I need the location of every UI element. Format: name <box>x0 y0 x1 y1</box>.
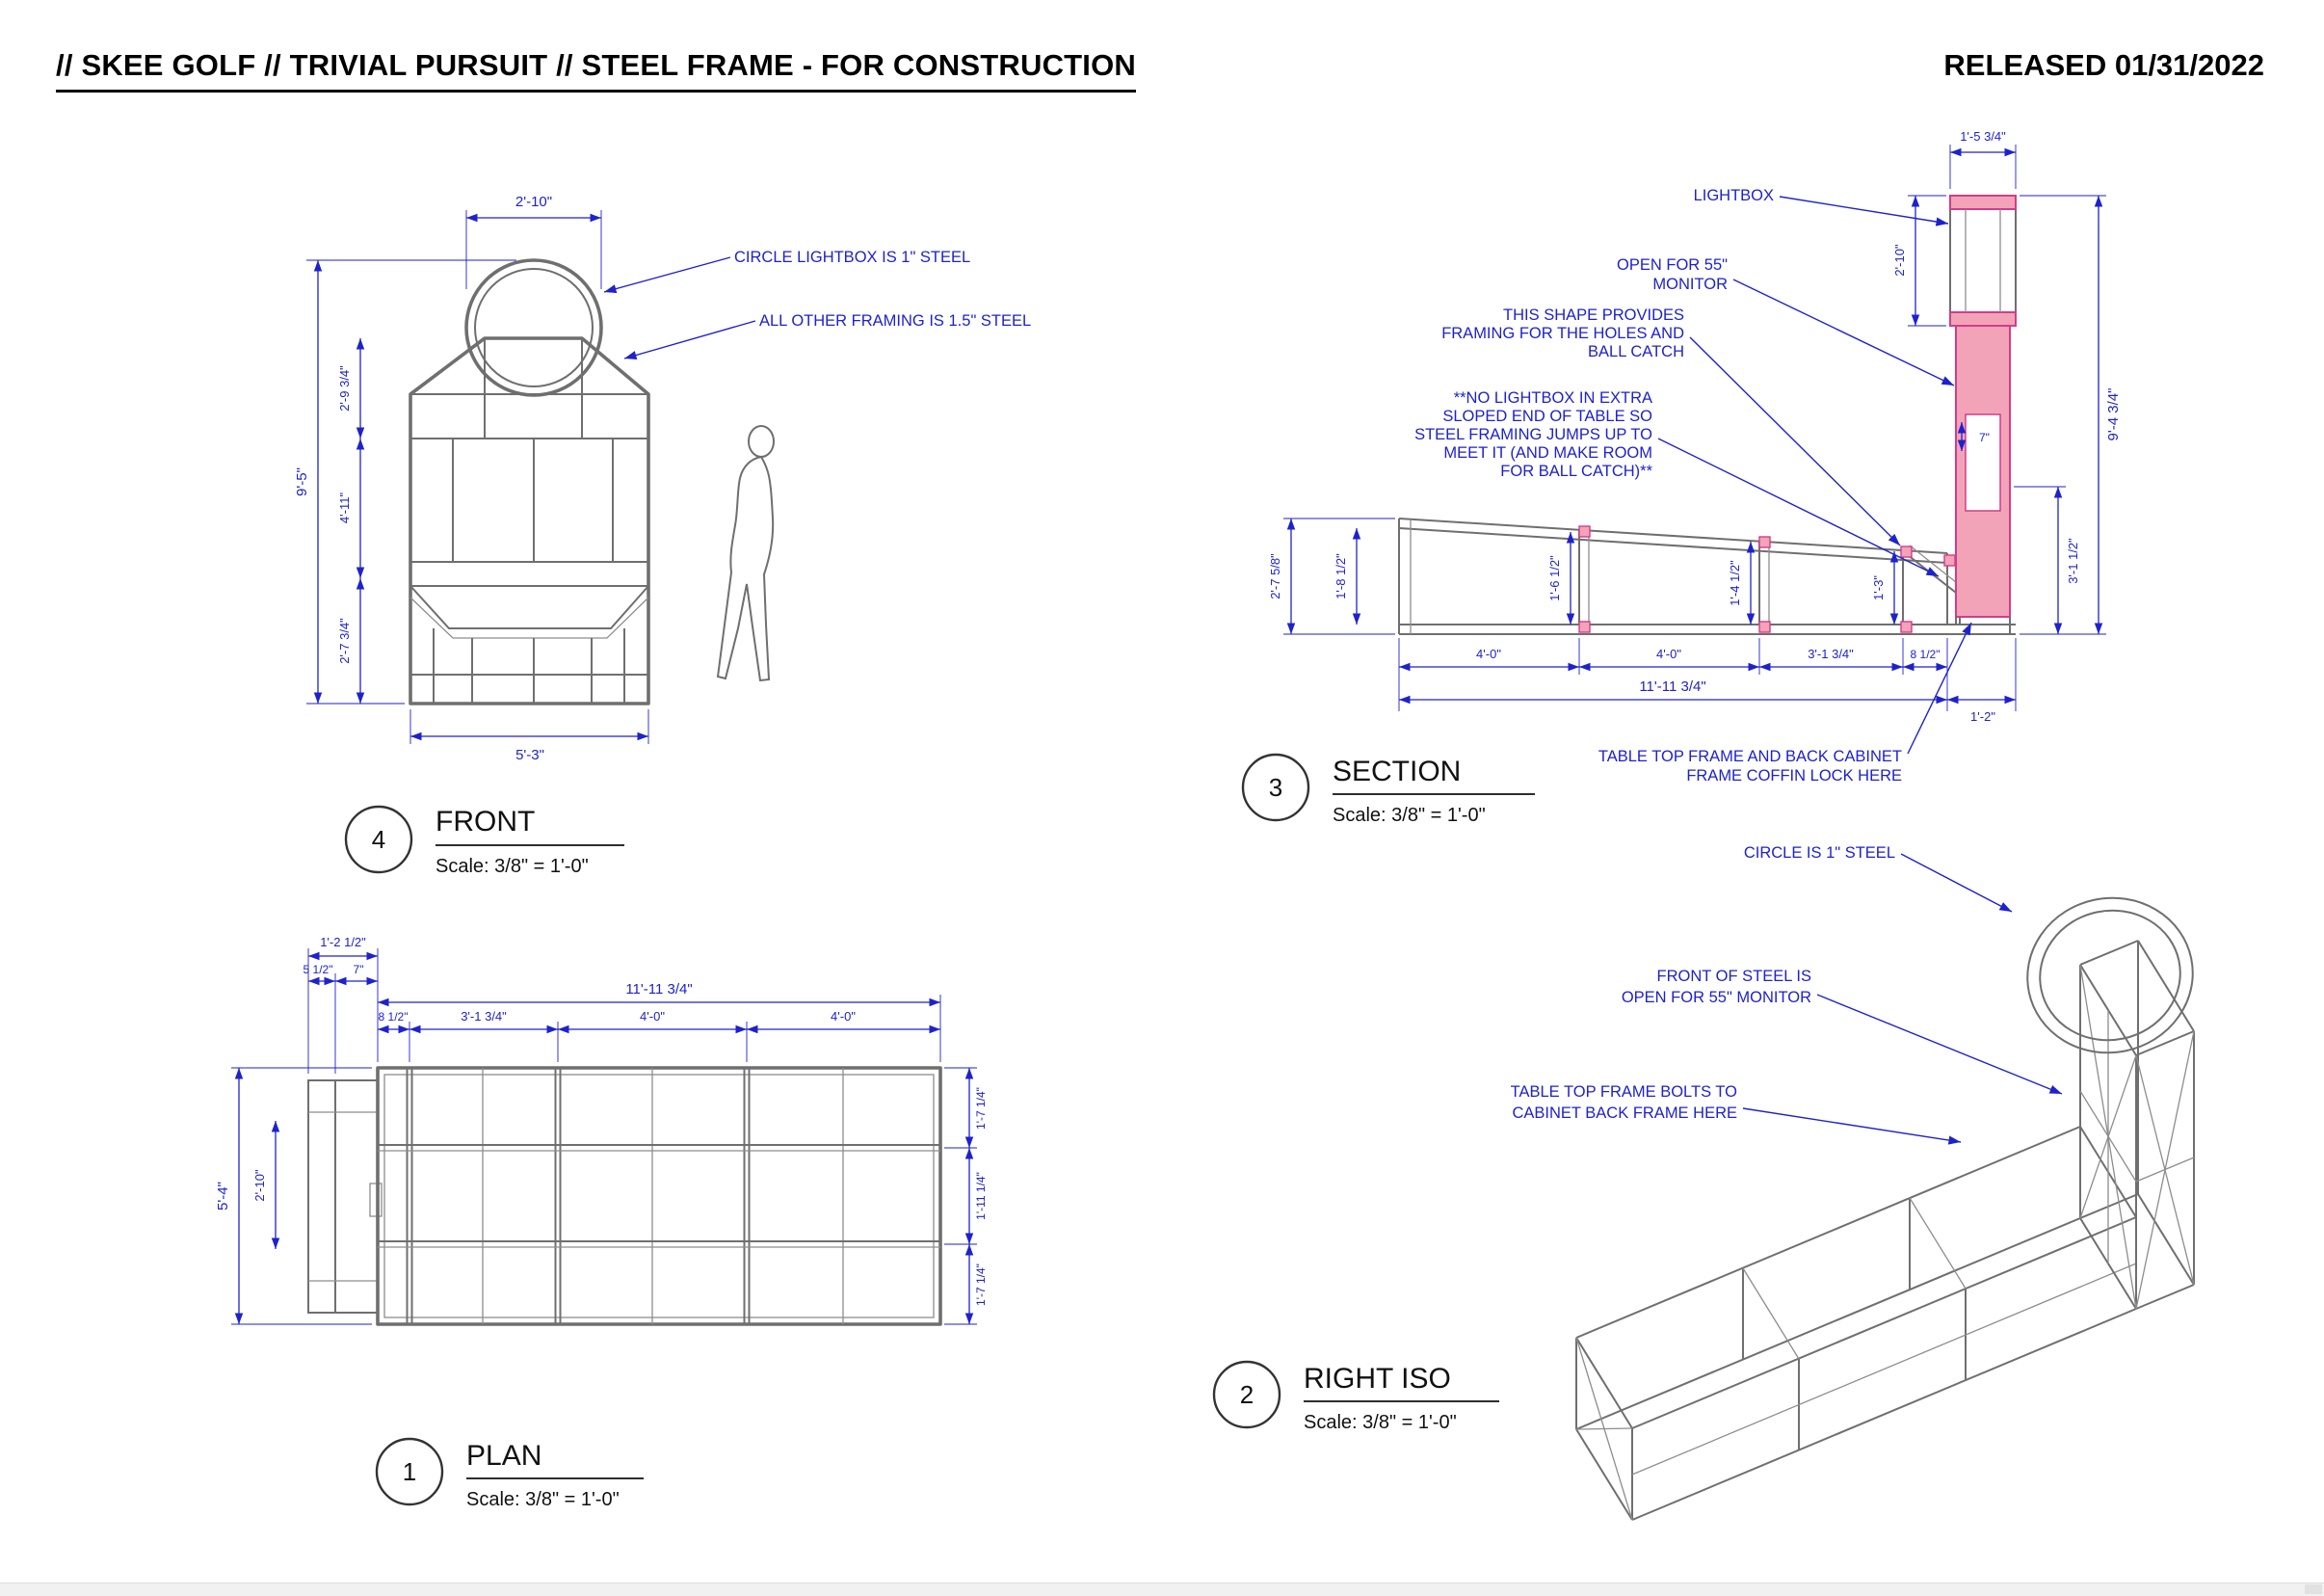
front-label-scale: Scale: 3/8" = 1'-0" <box>436 856 589 877</box>
plan-label-circle <box>375 1437 444 1506</box>
section-annotation-shape-3: BALL CATCH <box>1588 343 1684 360</box>
plan-dim-seg2: 3'-1 3/4" <box>461 1009 507 1024</box>
plan-dim-row2: 1'-11 1/4" <box>974 1172 988 1220</box>
section-label-title: SECTION <box>1333 756 1461 787</box>
plan-dim-back-a: 5 1/2" <box>304 963 333 976</box>
section-dim-mid1: 1'-6 1/2" <box>1547 555 1562 601</box>
section-annotation-shape-1: THIS SHAPE PROVIDES <box>1503 306 1684 324</box>
plan-dim-total-length: 11'-11 3/4" <box>625 981 692 998</box>
iso-label-circle <box>1212 1360 1281 1429</box>
section-annotation-monitor-2: MONITOR <box>1652 276 1728 293</box>
section-dim-total-height: 9'-4 3/4" <box>2105 388 2122 441</box>
plan-dim-seg4: 4'-0" <box>831 1009 856 1024</box>
section-dim-seg3: 3'-1 3/4" <box>1808 647 1854 661</box>
browser-scrollbar[interactable] <box>0 1583 2324 1596</box>
iso-label-scale: Scale: 3/8" = 1'-0" <box>1304 1412 1457 1433</box>
section-dim-seg4: 8 1/2" <box>1911 648 1941 661</box>
section-dim-lower-right: 3'-1 1/2" <box>2066 538 2080 584</box>
plan-label-scale: Scale: 3/8" = 1'-0" <box>466 1489 620 1510</box>
front-dim-body: 4'-11" <box>337 492 352 524</box>
front-label-title: FRONT <box>436 806 535 838</box>
front-dim-top: 2'-10" <box>515 194 552 210</box>
plan-dimensions: 1'-2 1/2" 5 1/2" 7" 11'-11 3/4" 8 1/2" 3… <box>215 935 988 1325</box>
plan-dim-row3: 1'-7 1/4" <box>974 1264 988 1306</box>
front-label-number: 4 <box>372 825 385 854</box>
plan-dim-back-b: 7" <box>354 963 364 976</box>
section-dim-mid3: 1'-3" <box>1871 575 1886 600</box>
section-label-number: 3 <box>1269 773 1282 802</box>
section-dim-total-length: 11'-11 3/4" <box>1639 678 1705 695</box>
section-label-circle <box>1241 753 1310 822</box>
front-dim-base: 2'-7 3/4" <box>337 618 352 664</box>
sheet-title: // SKEE GOLF // TRIVIAL PURSUIT // STEEL… <box>56 48 1137 93</box>
scrollbar-corner <box>2305 1584 2322 1594</box>
iso-annotation-monitor-2: OPEN FOR 55" MONITOR <box>1622 989 1811 1006</box>
section-dim-seg2: 4'-0" <box>1656 647 1681 661</box>
section-annotation-nolightbox-5: FOR BALL CATCH)** <box>1500 463 1652 480</box>
plan-dim-seg1: 8 1/2" <box>379 1010 409 1024</box>
section-dim-lightbox-width: 1'-5 3/4" <box>1960 129 2006 144</box>
front-annotation-framing: ALL OTHER FRAMING IS 1.5" STEEL <box>759 312 1031 330</box>
front-view: 2'-10" 9'-5" 2'-9 3/4" 4'-11" 2'-7 3/4" … <box>294 194 1031 877</box>
plan-dim-inner-width: 2'-10" <box>252 1169 267 1202</box>
section-annotation-nolightbox-2: SLOPED END OF TABLE SO <box>1442 408 1652 425</box>
section-annotation-shape-2: FRAMING FOR THE HOLES AND <box>1441 325 1684 342</box>
front-dimensions: 2'-10" 9'-5" 2'-9 3/4" 4'-11" 2'-7 3/4" … <box>294 194 649 763</box>
section-geometry <box>1398 195 2017 635</box>
plan-dim-row1: 1'-7 1/4" <box>974 1087 988 1130</box>
iso-label-title: RIGHT ISO <box>1304 1363 1451 1395</box>
iso-annotation-bolts-2: CABINET BACK FRAME HERE <box>1513 1104 1738 1122</box>
iso-annotation-circle: CIRCLE IS 1" STEEL <box>1744 844 1895 862</box>
section-annotation-coffin-1: TABLE TOP FRAME AND BACK CABINET <box>1598 748 1902 765</box>
section-annotation-nolightbox-3: STEEL FRAMING JUMPS UP TO <box>1414 426 1652 443</box>
release-date: RELEASED 01/31/2022 <box>1943 48 2264 82</box>
section-dim-left-total: 2'-7 5/8" <box>1268 553 1282 599</box>
iso-annotation-monitor-1: FRONT OF STEEL IS <box>1657 968 1811 985</box>
section-dim-seven: 7" <box>1979 431 1990 444</box>
front-dim-peak: 2'-9 3/4" <box>337 365 352 412</box>
front-dim-width: 5'-3" <box>515 747 544 763</box>
section-label-scale: Scale: 3/8" = 1'-0" <box>1333 805 1486 826</box>
section-view-label: 3 SECTION Scale: 3/8" = 1'-0" <box>1241 753 1535 826</box>
section-annotation-monitor-1: OPEN FOR 55" <box>1617 256 1728 274</box>
iso-annotations: CIRCLE IS 1" STEEL FRONT OF STEEL IS OPE… <box>1511 844 2063 1145</box>
front-label-circle <box>344 805 413 874</box>
section-view: 1'-5 3/4" 2'-10" 9'-4 3/4" 3'-1 1/2" 7" … <box>1241 129 2122 826</box>
plan-view: 1'-2 1/2" 5 1/2" 7" 11'-11 3/4" 8 1/2" 3… <box>215 935 988 1510</box>
human-figure <box>716 425 775 682</box>
iso-label-number: 2 <box>1240 1380 1254 1409</box>
iso-view-label: 2 RIGHT ISO Scale: 3/8" = 1'-0" <box>1212 1360 1499 1433</box>
section-annotations: LIGHTBOX OPEN FOR 55" MONITOR THIS SHAPE… <box>1414 187 1972 785</box>
plan-dim-width: 5'-4" <box>215 1182 231 1210</box>
section-dim-mid2: 1'-4 1/2" <box>1728 560 1742 606</box>
iso-view: CIRCLE IS 1" STEEL FRONT OF STEEL IS OPE… <box>1212 844 2195 1521</box>
iso-annotation-bolts-1: TABLE TOP FRAME BOLTS TO <box>1511 1083 1738 1101</box>
section-annotation-lightbox: LIGHTBOX <box>1694 187 1774 204</box>
section-dim-lightbox-height: 2'-10" <box>1892 244 1907 277</box>
iso-geometry <box>1575 896 2195 1521</box>
plan-view-label: 1 PLAN Scale: 3/8" = 1'-0" <box>375 1437 644 1510</box>
plan-label-number: 1 <box>403 1457 416 1486</box>
plan-label-title: PLAN <box>466 1440 541 1472</box>
front-annotations: CIRCLE LIGHTBOX IS 1" STEEL ALL OTHER FR… <box>603 249 1031 359</box>
front-annotation-circle-lightbox: CIRCLE LIGHTBOX IS 1" STEEL <box>734 249 970 266</box>
section-dim-seg1: 4'-0" <box>1476 647 1501 661</box>
front-geometry <box>409 258 650 705</box>
section-annotation-coffin-2: FRAME COFFIN LOCK HERE <box>1686 767 1902 785</box>
plan-dim-seg3: 4'-0" <box>640 1009 665 1024</box>
plan-dim-back: 1'-2 1/2" <box>320 935 366 949</box>
section-dimensions: 1'-5 3/4" 2'-10" 9'-4 3/4" 3'-1 1/2" 7" … <box>1268 129 2122 724</box>
front-dim-total-height: 9'-5" <box>294 467 310 496</box>
section-dim-overhang: 1'-2" <box>1970 709 1995 724</box>
section-dim-left-inner: 1'-8 1/2" <box>1334 553 1348 599</box>
section-annotation-nolightbox-4: MEET IT (AND MAKE ROOM <box>1443 444 1652 462</box>
plan-geometry <box>307 1066 942 1326</box>
section-annotation-nolightbox-1: **NO LIGHTBOX IN EXTRA <box>1454 389 1652 407</box>
front-view-label: 4 FRONT Scale: 3/8" = 1'-0" <box>344 805 624 877</box>
